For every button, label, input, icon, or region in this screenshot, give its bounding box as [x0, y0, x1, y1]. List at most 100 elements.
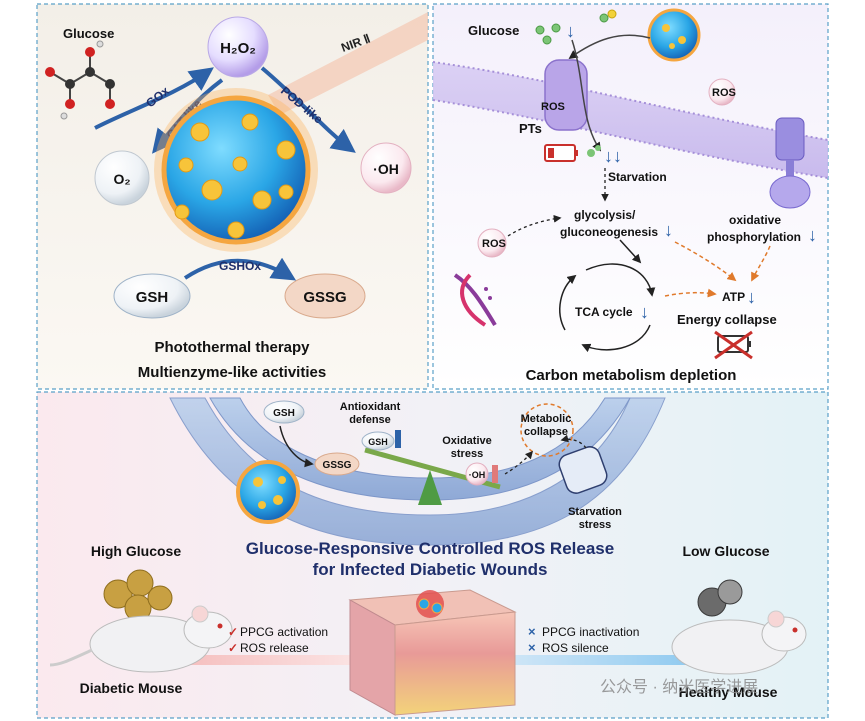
ros-label-membrane: ROS [712, 87, 736, 99]
gssg-label: GSSG [303, 289, 346, 306]
seesaw-pivot [418, 470, 442, 505]
ros-bubble-membrane [708, 78, 736, 106]
tca-cycle [559, 239, 656, 353]
healthy-mouse-label: Healthy Mouse [679, 684, 778, 700]
right-text-1: PPCG inactivation [542, 625, 639, 639]
healthy-mouse [671, 610, 807, 675]
glucose-down-arrow: ↓ [566, 21, 575, 41]
glucose-label: Glucose [63, 26, 114, 41]
panel-c-title-2: for Infected Diabetic Wounds [313, 560, 548, 579]
nanoparticle-b [647, 8, 701, 62]
o2-label: O₂ [113, 171, 130, 187]
gshox-arrow [183, 257, 297, 281]
tca-label: TCA cycle [575, 305, 633, 319]
transporter-c [558, 446, 608, 494]
oxphos-label-1: oxidative [729, 213, 781, 227]
antioxidant-label-2: defense [349, 414, 391, 426]
right-text-2: ROS silence [542, 641, 609, 655]
nanoparticle-c [236, 460, 300, 524]
gssg-pill [284, 273, 366, 319]
glucose-transporter [544, 59, 588, 131]
gsh-small-label: GSH [368, 437, 388, 447]
oh-bubble-c [465, 462, 489, 486]
panel-c-title-1: Glucose-Responsive Controlled ROS Releas… [246, 539, 614, 558]
low-glucose-label: Low Glucose [682, 543, 769, 559]
starvation-dots [587, 145, 601, 157]
oh-level-bar [492, 465, 498, 483]
panel-a: NIR Ⅱ Glucose H₂O₂ O₂ ·OH GOx [36, 3, 429, 390]
glycolysis-down-arrow: ↓ [664, 220, 673, 240]
transport-arrow [571, 39, 601, 152]
gsh-level-bar [395, 430, 401, 448]
right-signal-bar [510, 655, 740, 665]
panel-c: GSH GSSG Antioxidant defense GSH Oxidati… [36, 391, 829, 719]
h2o2-label: H₂O₂ [220, 40, 256, 57]
starvation-label: Starvation [608, 170, 667, 184]
gsh-pill [113, 273, 191, 319]
cell-membrane [433, 62, 828, 178]
gssg-pill-c [314, 452, 360, 476]
ros-label-transporter: ROS [541, 101, 565, 113]
atp-synthase [769, 117, 811, 209]
left-check-1: ✓ [228, 625, 238, 639]
antioxidant-label-1: Antioxidant [340, 401, 401, 413]
left-text-2: ROS release [240, 641, 309, 655]
glycolysis-label-2: gluconeogenesis [560, 225, 658, 239]
left-check-2: ✓ [228, 641, 238, 655]
oh-bubble [360, 142, 412, 194]
pts-label: PTs [519, 121, 542, 136]
panel-b: Glucose ↓ ROS PTs ROS [432, 3, 829, 390]
oxphos-down-arrow: ↓ [808, 225, 817, 245]
energy-collapse-label: Energy collapse [677, 312, 777, 327]
low-glucose-particles [697, 579, 743, 617]
atp-down-arrow: ↓ [747, 287, 756, 307]
diabetic-mouse [49, 605, 233, 673]
metabolic-cycle [520, 403, 574, 457]
panel-a-caption-2: Multienzyme-like activities [138, 364, 326, 381]
panel-a-caption-1: Photothermal therapy [154, 339, 310, 356]
gsh-label-c: GSH [273, 408, 295, 419]
gsh-pill-c [263, 400, 305, 424]
left-signal-bar [130, 655, 355, 665]
gsh-label: GSH [136, 289, 169, 306]
gssg-label-c: GSSG [323, 460, 352, 471]
oxidative-label-1: Oxidative [442, 435, 492, 447]
right-cross-1: × [528, 624, 536, 639]
pod-arrow [260, 66, 356, 153]
right-cross-2: × [528, 640, 536, 655]
gsh-small-pill [361, 431, 395, 451]
metabolic-label-2: collapse [524, 426, 568, 438]
h2o2-bubble [207, 16, 269, 78]
high-glucose-particles [103, 569, 173, 622]
o2-bubble [94, 150, 150, 206]
low-battery-icon [544, 144, 578, 162]
oxidative-label-2: stress [451, 448, 483, 460]
skin-tissue-block [348, 589, 517, 716]
metabolic-label-1: Metabolic [521, 413, 572, 425]
glucose-label-b: Glucose [468, 23, 519, 38]
dna-icon [453, 273, 497, 327]
glucose-dots [535, 9, 617, 45]
starvation-stress-label-1: Starvation [568, 506, 622, 518]
tca-down-arrow: ↓ [640, 302, 649, 322]
ros-label-cytosol: ROS [482, 238, 506, 250]
left-text-1: PPCG activation [240, 625, 328, 639]
watermark: 公众号 · 纳米医学进展 [600, 678, 758, 696]
cat-arrow [152, 78, 224, 154]
dead-battery-icon [714, 330, 753, 360]
oh-label-c: ·OH [469, 470, 486, 480]
nir-beam [268, 12, 428, 115]
gshox-label: GSHOx [219, 259, 261, 273]
gox-arrow [94, 67, 214, 130]
glucose-molecule [45, 40, 115, 120]
diabetic-mouse-label: Diabetic Mouse [80, 680, 183, 696]
oh-label: ·OH [373, 161, 399, 177]
atp-label: ATP [722, 290, 745, 304]
starvation-arrows: ↓↓ [604, 146, 622, 166]
high-glucose-label: High Glucose [91, 543, 181, 559]
panel-b-caption: Carbon metabolism depletion [526, 367, 737, 384]
starvation-stress-label-2: stress [579, 519, 611, 531]
oxphos-label-2: phosphorylation [707, 230, 801, 244]
np-inhibit-arrow [568, 34, 651, 60]
